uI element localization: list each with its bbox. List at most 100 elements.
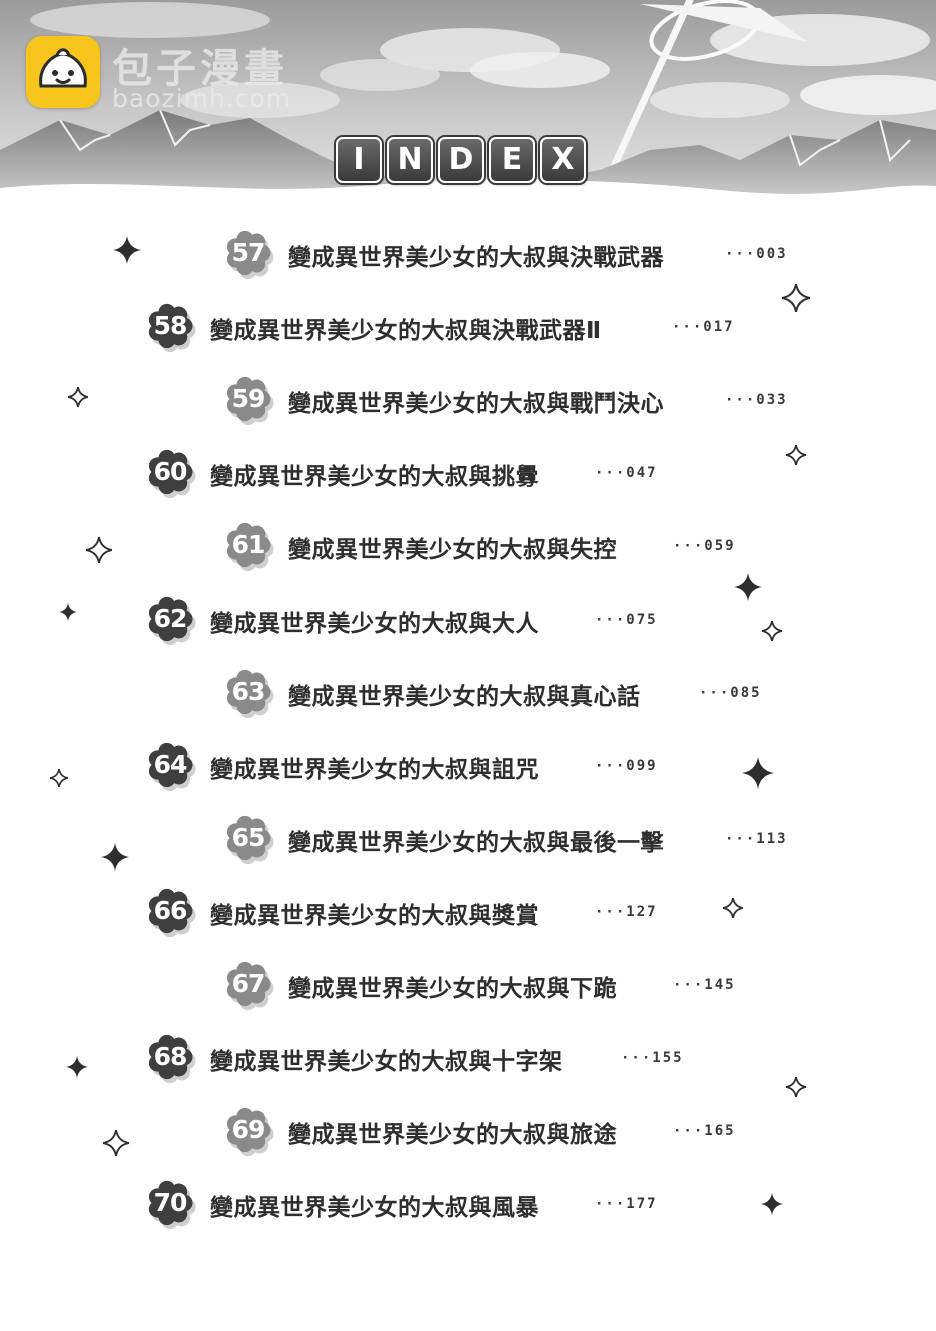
- chapter-badge: 63: [222, 669, 276, 719]
- sparkle-icon: [50, 769, 68, 787]
- chapter-number: 60: [153, 457, 188, 486]
- bun-mascot-logo: [26, 36, 100, 108]
- chapter-badge: 58: [144, 303, 198, 353]
- chapter-badge: 62: [144, 596, 198, 646]
- toc-entry[interactable]: 64 變成異世界美少女的大叔與詛咒 ···099: [144, 742, 744, 792]
- page-number: ···145: [673, 977, 736, 993]
- watermark-site-name: 包子漫畫: [112, 46, 288, 92]
- toc-entry[interactable]: 67 變成異世界美少女的大叔與下跪 ···145: [222, 961, 822, 1011]
- page-number: ···059: [673, 538, 736, 554]
- header-illustration: 包子漫畫 baozimh.com I N D E X: [0, 0, 936, 205]
- toc-entry[interactable]: 59 變成異世界美少女的大叔與戰鬥決心 ···033: [222, 376, 822, 426]
- sparkle-icon: [59, 603, 77, 621]
- chapter-title: 變成異世界美少女的大叔與真心話: [288, 684, 641, 710]
- index-letter: D: [438, 137, 484, 183]
- sky-mountain-art: [0, 0, 936, 205]
- sparkle-icon: [103, 1130, 129, 1156]
- page-number: ···075: [595, 612, 658, 628]
- chapter-number: 68: [153, 1042, 188, 1071]
- toc-entry[interactable]: 58 變成異世界美少女的大叔與決戰武器Ⅱ ···017: [144, 303, 794, 353]
- page-number: ···003: [725, 246, 788, 262]
- chapter-number: 58: [153, 311, 188, 340]
- index-letter: X: [540, 137, 586, 183]
- index-letter: E: [489, 137, 535, 183]
- chapter-number: 63: [231, 677, 266, 706]
- chapter-badge: 61: [222, 522, 276, 572]
- sparkle-icon: [761, 1193, 783, 1215]
- sparkle-icon: [113, 236, 141, 264]
- index-title: I N D E X: [336, 137, 586, 183]
- bun-mascot-icon: [39, 48, 87, 88]
- chapter-title: 變成異世界美少女的大叔與獎賞: [210, 903, 539, 929]
- page-number: ···113: [725, 831, 788, 847]
- index-letter: I: [336, 137, 382, 183]
- chapter-title: 變成異世界美少女的大叔與十字架: [210, 1049, 563, 1075]
- page-number: ···155: [621, 1050, 684, 1066]
- page-number: ···127: [595, 904, 658, 920]
- chapter-number: 66: [153, 896, 188, 925]
- flower-badge-icon: [148, 742, 196, 792]
- toc-entry[interactable]: 57 變成異世界美少女的大叔與決戰武器 ···003: [222, 230, 822, 280]
- page-number: ···099: [595, 758, 658, 774]
- chapter-title: 變成異世界美少女的大叔與風暴: [210, 1195, 539, 1221]
- sparkle-icon: [786, 445, 806, 465]
- flower-badge-icon: [226, 522, 274, 572]
- flower-badge-icon: [226, 1107, 274, 1157]
- sparkle-icon: [68, 387, 88, 407]
- flower-badge-icon: [226, 376, 274, 426]
- sparkle-icon: [742, 757, 774, 789]
- toc-entry[interactable]: 70 變成異世界美少女的大叔與風暴 ···177: [144, 1180, 744, 1230]
- chapter-number: 69: [231, 1115, 266, 1144]
- flower-badge-icon: [226, 815, 274, 865]
- chapter-badge: 60: [144, 449, 198, 499]
- page-number: ···165: [673, 1123, 736, 1139]
- toc-entry[interactable]: 68 變成異世界美少女的大叔與十字架 ···155: [144, 1034, 744, 1084]
- toc-entry[interactable]: 61 變成異世界美少女的大叔與失控 ···059: [222, 522, 822, 572]
- page-number: ···033: [725, 392, 788, 408]
- index-letter: N: [387, 137, 433, 183]
- chapter-badge: 59: [222, 376, 276, 426]
- toc-entry[interactable]: 63 變成異世界美少女的大叔與真心話 ···085: [222, 669, 822, 719]
- toc-entry[interactable]: 69 變成異世界美少女的大叔與旅途 ···165: [222, 1107, 822, 1157]
- chapter-badge: 69: [222, 1107, 276, 1157]
- toc-entry[interactable]: 62 變成異世界美少女的大叔與大人 ···075: [144, 596, 744, 646]
- toc-entry[interactable]: 66 變成異世界美少女的大叔與獎賞 ···127: [144, 888, 744, 938]
- chapter-number: 59: [231, 384, 266, 413]
- chapter-title: 變成異世界美少女的大叔與最後一擊: [288, 830, 664, 856]
- chapter-number: 70: [153, 1188, 188, 1217]
- sparkle-icon: [786, 1077, 806, 1097]
- sparkle-icon: [101, 843, 129, 871]
- toc-entry[interactable]: 60 變成異世界美少女的大叔與挑釁 ···047: [144, 449, 744, 499]
- chapter-title: 變成異世界美少女的大叔與挑釁: [210, 464, 539, 490]
- chapter-badge: 57: [222, 230, 276, 280]
- flower-badge-icon: [226, 669, 274, 719]
- flower-badge-icon: [148, 1034, 196, 1084]
- chapter-title: 變成異世界美少女的大叔與詛咒: [210, 757, 539, 783]
- chapter-badge: 67: [222, 961, 276, 1011]
- chapter-title: 變成異世界美少女的大叔與旅途: [288, 1122, 617, 1148]
- chapter-title: 變成異世界美少女的大叔與失控: [288, 537, 617, 563]
- chapter-badge: 64: [144, 742, 198, 792]
- watermark-site-url: baozimh.com: [112, 84, 292, 113]
- chapter-number: 65: [231, 823, 266, 852]
- chapter-number: 57: [231, 238, 266, 267]
- chapter-title: 變成異世界美少女的大叔與戰鬥決心: [288, 391, 664, 417]
- flower-badge-icon: [148, 303, 196, 353]
- page-number: ···017: [672, 319, 735, 335]
- sparkle-icon: [86, 537, 112, 563]
- sparkle-icon: [66, 1056, 88, 1078]
- chapter-number: 64: [153, 750, 188, 779]
- page-number: ···047: [595, 465, 658, 481]
- toc-entry[interactable]: 65 變成異世界美少女的大叔與最後一擊 ···113: [222, 815, 822, 865]
- sparkle-icon: [723, 898, 743, 918]
- sparkle-icon: [782, 284, 810, 312]
- flower-badge-icon: [148, 596, 196, 646]
- flower-badge-icon: [148, 888, 196, 938]
- chapter-badge: 70: [144, 1180, 198, 1230]
- sparkle-icon: [762, 621, 782, 641]
- chapter-title: 變成異世界美少女的大叔與大人: [210, 611, 539, 637]
- page-number: ···085: [699, 685, 762, 701]
- chapter-badge: 65: [222, 815, 276, 865]
- chapter-badge: 68: [144, 1034, 198, 1084]
- sparkle-icon: [734, 573, 762, 601]
